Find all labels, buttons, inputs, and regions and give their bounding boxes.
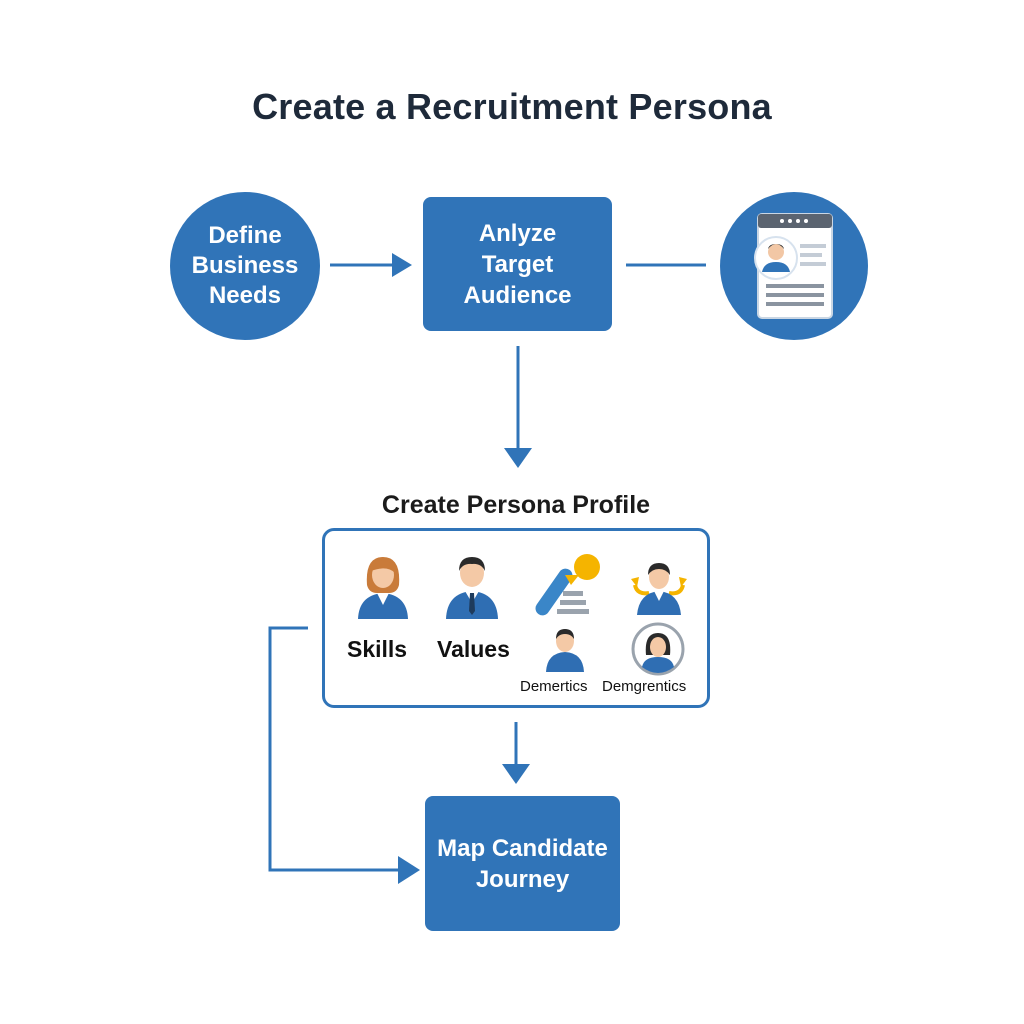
businessman-icon <box>446 557 498 619</box>
growth-chart-icon <box>535 554 600 616</box>
resume-profile-node[interactable] <box>720 192 868 340</box>
woman-avatar-icon <box>631 622 685 676</box>
define-business-needs-label: Define Business Needs <box>191 222 299 309</box>
arrowhead <box>504 448 532 468</box>
businesswoman-icon <box>358 557 408 619</box>
map-candidate-journey-label: Map Candidate Journey <box>437 834 608 893</box>
arrowhead <box>398 856 420 884</box>
resume-profile-icon <box>754 213 833 319</box>
person-arrows-icon <box>631 563 687 615</box>
arrow-loop-to-map <box>268 626 400 872</box>
demgrentics-label: Demgrentics <box>602 678 687 695</box>
demertics-label: Demertics <box>520 678 588 695</box>
analyze-target-audience-label: Anlyze Target Audience <box>463 219 572 309</box>
skills-label: Skills <box>347 636 408 662</box>
analyze-target-audience-node[interactable]: Anlyze Target Audience <box>423 197 612 331</box>
person-icon <box>546 629 584 672</box>
page-title: Create a Recruitment Persona <box>252 86 772 127</box>
persona-profile-title: Create Persona Profile <box>381 491 651 519</box>
arrowhead <box>502 764 530 784</box>
define-business-needs-node[interactable]: Define Business Needs <box>170 192 320 340</box>
arrowhead <box>392 253 412 277</box>
map-candidate-journey-node[interactable]: Map Candidate Journey <box>425 796 620 931</box>
values-label: Values <box>437 636 510 662</box>
persona-profile-panel: Skills Values Demertics Demgrentics <box>322 528 710 708</box>
